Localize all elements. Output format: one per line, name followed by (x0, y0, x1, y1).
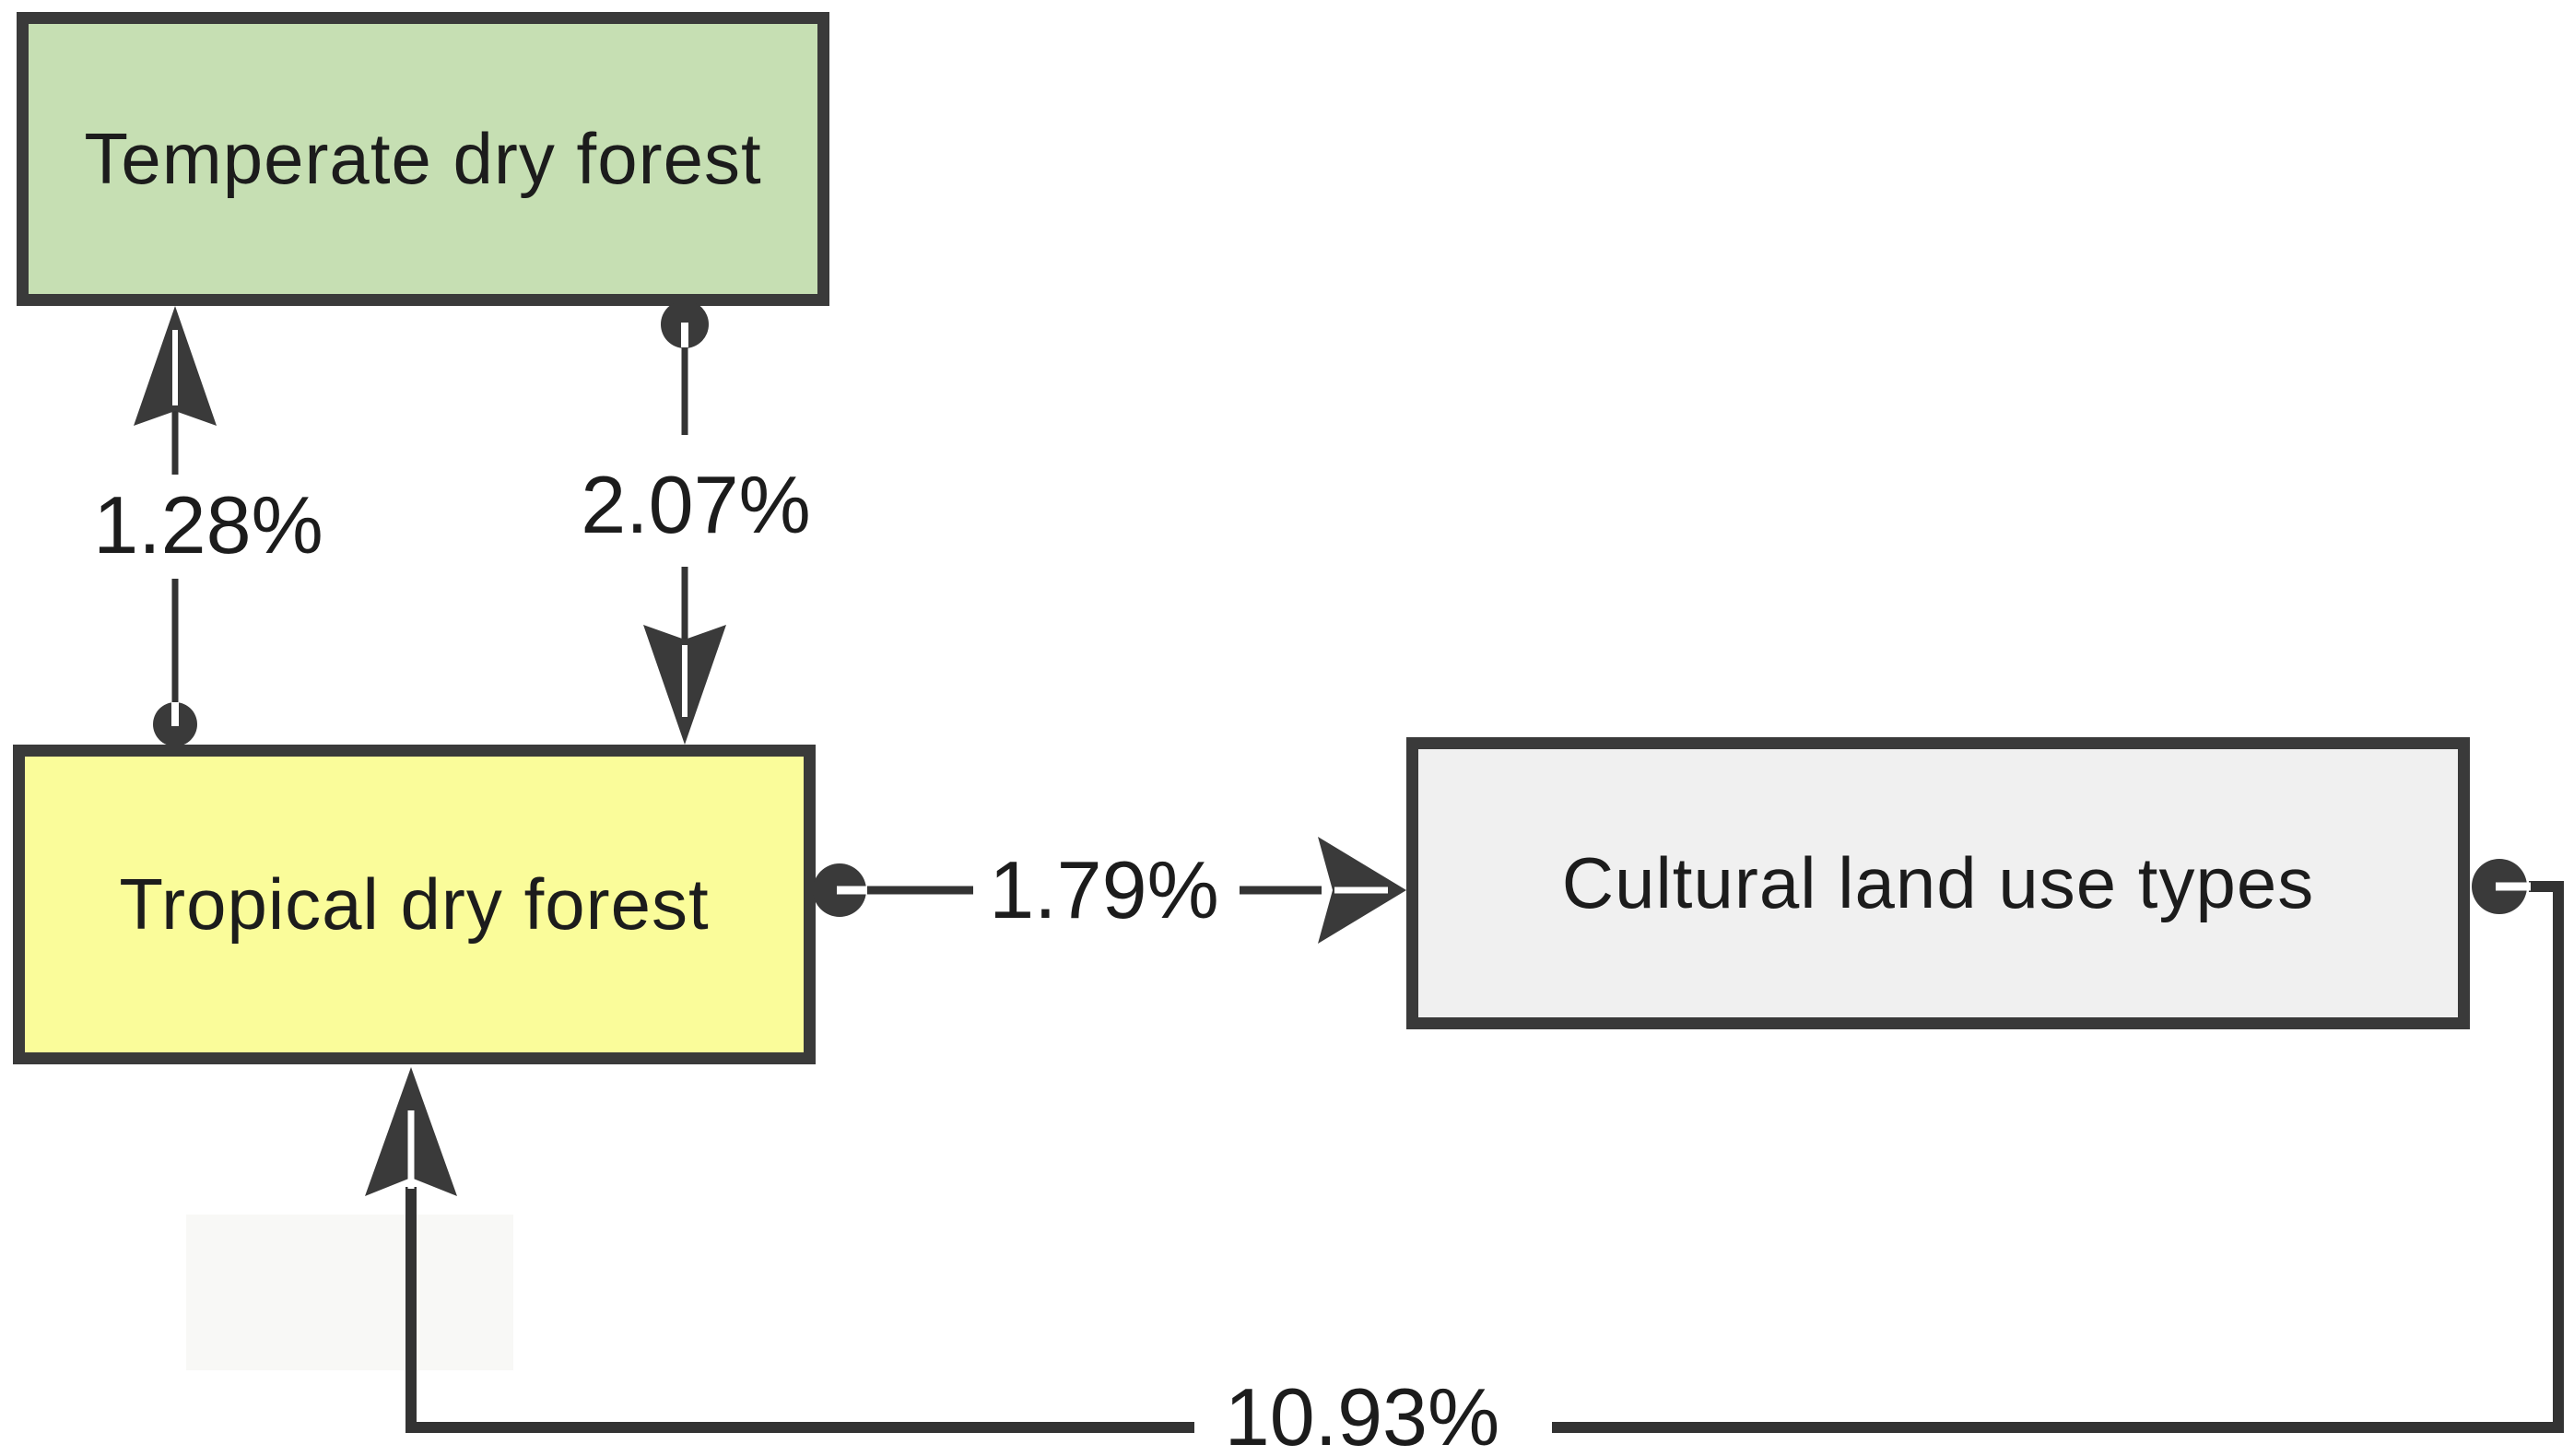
node-label: Cultural land use types (1561, 842, 2315, 923)
connector-elbow (1552, 881, 2564, 1433)
node-cultural-land-use-types: Cultural land use types (1406, 737, 2470, 1029)
connector-slits (171, 323, 2531, 1189)
ghost-artifact-patch (186, 1215, 513, 1370)
node-label: Tropical dry forest (119, 863, 710, 945)
node-label: Temperate dry forest (84, 118, 762, 199)
node-tropical-dry-forest: Tropical dry forest (13, 745, 816, 1064)
node-temperate-dry-forest: Temperate dry forest (17, 12, 829, 306)
flow-rate-label: 2.07% (566, 454, 826, 556)
flow-rate-label: 1.28% (78, 475, 338, 576)
connector-lines (171, 346, 2564, 1433)
connector-elbow (405, 1187, 1194, 1433)
flow-rate-label: 10.93% (1209, 1367, 1515, 1456)
connector-markers (134, 300, 2527, 1196)
flow-rate-label: 1.79% (974, 840, 1234, 941)
